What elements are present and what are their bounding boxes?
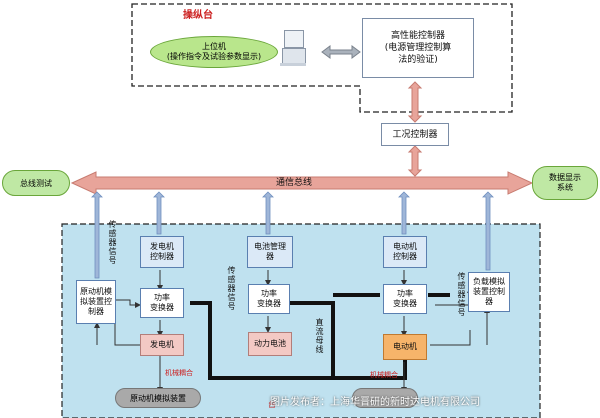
data-display-line2: 系统 — [557, 183, 573, 192]
prime-mover-simulator-node[interactable]: 原动机模拟装置 — [115, 388, 201, 408]
converter-motor-box[interactable]: 功率 变换器 — [383, 284, 427, 314]
coupling-label-1: 机械耦合 — [165, 369, 193, 377]
data-display-node[interactable]: 数据显示 系统 — [532, 166, 598, 200]
converter-battery-box[interactable]: 功率 变换器 — [248, 284, 290, 314]
console-label: 操纵台 — [183, 10, 213, 21]
data-display-line1: 数据显示 — [549, 173, 581, 182]
prime-mover-sim-controller-box[interactable]: 原动机模 拟装置控 制器 — [76, 280, 116, 324]
prime-sim-controller-line2: 拟装置控 — [80, 297, 112, 306]
hp-controller-line3: 法的验证) — [398, 55, 438, 65]
converter-generator-line1: 功率 — [154, 293, 170, 302]
converter-motor-line1: 功率 — [397, 289, 413, 298]
load-sim-controller-line3: 器 — [485, 297, 493, 306]
hp-controller-line2: (电源管理控制算 — [384, 43, 452, 53]
coupling-label-2: 机械耦合 — [370, 371, 398, 379]
bus-label: 通信总线 — [276, 178, 313, 188]
bms-line2: 器 — [266, 252, 274, 261]
bottom-label: 台 — [268, 400, 276, 409]
load-sim-controller-line2: 装置控制 — [473, 287, 505, 296]
console-region — [131, 3, 513, 113]
generator-controller-box[interactable]: 发电机 控制器 — [140, 236, 184, 268]
motor-controller-box[interactable]: 电动机 控制器 — [383, 236, 427, 268]
battery-label: 动力电池 — [254, 339, 286, 348]
watermark-text: 图片发布者：上海华晋研的新时达电机有限公司 — [270, 397, 480, 408]
bms-box[interactable]: 电池管理 器 — [247, 236, 293, 268]
generator-label: 发电机 — [150, 340, 174, 349]
converter-generator-box[interactable]: 功率 变换器 — [140, 288, 184, 318]
work-to-bus-arrow — [407, 145, 423, 177]
generator-controller-line1: 发电机 — [150, 242, 174, 251]
generator-controller-line2: 控制器 — [150, 252, 174, 261]
work-controller-box[interactable]: 工况控制器 — [381, 123, 449, 146]
host-pc-node[interactable]: 上位机 (操作指令及试验参数显示) — [150, 36, 278, 68]
bms-line1: 电池管理 — [254, 242, 286, 251]
converter-battery-line1: 功率 — [261, 289, 277, 298]
work-controller-label: 工况控制器 — [392, 129, 438, 140]
motor-controller-line1: 电动机 — [393, 242, 417, 251]
computer-icon — [280, 30, 306, 66]
thin-arrows — [94, 270, 490, 393]
motor-label: 电动机 — [393, 342, 417, 351]
dc-bus-label: 直流母线 — [315, 318, 324, 354]
converter-motor-line2: 变换器 — [393, 299, 417, 308]
sensor-signal-label-3: 传感器信号 — [457, 272, 466, 317]
load-sim-controller-line1: 负载模拟 — [473, 277, 505, 286]
generator-box[interactable]: 发电机 — [140, 334, 184, 356]
bus-test-label: 总线测试 — [20, 178, 52, 188]
sensor-signal-label-1: 传感器信号 — [108, 220, 117, 265]
hp-controller-box[interactable]: 高性能控制器 (电源管理控制算 法的验证) — [362, 18, 474, 78]
dc-bus-lines — [190, 293, 450, 380]
hp-to-work-arrow — [407, 81, 423, 123]
battery-box[interactable]: 动力电池 — [248, 332, 292, 356]
prime-sim-controller-line3: 制器 — [88, 307, 104, 316]
converter-generator-line2: 变换器 — [150, 303, 174, 312]
host-pc-subtitle: (操作指令及试验参数显示) — [166, 52, 262, 61]
prime-mover-simulator-label: 原动机模拟装置 — [130, 393, 186, 403]
prime-sim-controller-line1: 原动机模 — [80, 287, 112, 296]
bus-drop-connectors — [91, 191, 494, 279]
motor-box[interactable]: 电动机 — [383, 334, 427, 360]
host-pc-title: 上位机 — [202, 42, 226, 51]
sensor-signal-label-2: 传感器信号 — [227, 266, 236, 311]
bus-test-node[interactable]: 总线测试 — [2, 170, 70, 196]
hp-controller-line1: 高性能控制器 — [390, 31, 445, 41]
motor-controller-line2: 控制器 — [393, 252, 417, 261]
load-simulator-node[interactable] — [352, 388, 418, 408]
converter-battery-line2: 变换器 — [257, 299, 281, 308]
host-to-hp-arrow — [321, 45, 361, 59]
load-sim-controller-box[interactable]: 负载模拟 装置控制 器 — [468, 272, 510, 312]
